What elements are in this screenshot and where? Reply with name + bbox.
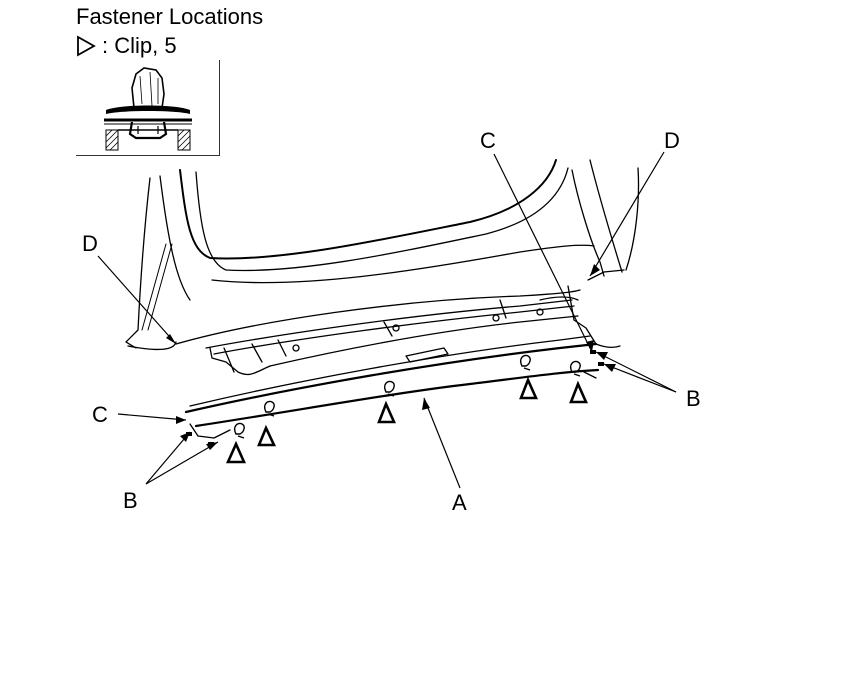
leader-c-left bbox=[117, 413, 187, 421]
clip-legend-label: : Clip, 5 bbox=[102, 33, 177, 58]
callout-b-right: B bbox=[686, 386, 701, 411]
callout-c-top: C bbox=[480, 128, 496, 153]
leader-b-right-1 bbox=[603, 363, 677, 393]
callout-c-left: C bbox=[92, 402, 108, 427]
clip-legend: : Clip, 5 bbox=[76, 33, 177, 58]
page-title: Fastener Locations bbox=[76, 4, 264, 29]
leader-b-left-1 bbox=[145, 431, 191, 485]
clip-marker-icon-2 bbox=[257, 424, 277, 447]
leader-c-top bbox=[493, 153, 593, 353]
clip-detail-inset bbox=[76, 60, 220, 156]
leader-a bbox=[423, 397, 461, 489]
callout-d-left: D bbox=[82, 231, 98, 256]
clip-legend-triangle-icon bbox=[77, 35, 96, 57]
clip-marker-icon-3 bbox=[377, 400, 397, 424]
callout-b-left: B bbox=[123, 488, 138, 513]
leader-d-right bbox=[589, 151, 665, 277]
clip-marker-icon-1 bbox=[225, 440, 247, 464]
clip-marker-icon-4 bbox=[519, 376, 539, 400]
clip-marker-icon-5 bbox=[569, 380, 589, 404]
leader-d-left bbox=[97, 255, 177, 345]
leader-b-left-2 bbox=[145, 441, 219, 485]
leader-b-right-2 bbox=[595, 351, 677, 393]
callout-a: A bbox=[452, 490, 467, 515]
clip-detail-drawing bbox=[104, 67, 192, 151]
callout-d-right: D bbox=[664, 128, 680, 153]
